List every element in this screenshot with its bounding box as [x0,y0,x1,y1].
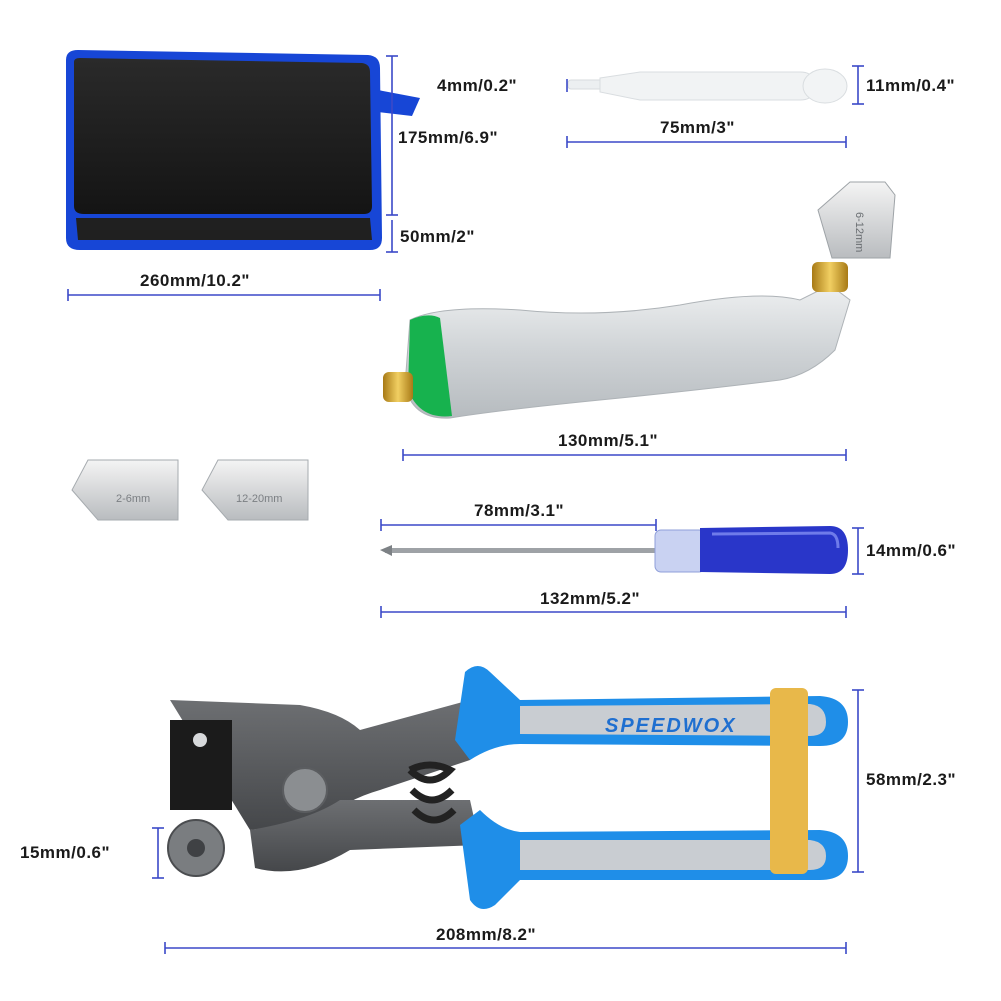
pouch-height-label: 175mm/6.9" [398,128,499,147]
cutter-head-label: 6-12mm [853,212,865,252]
running-pliers-image: SPEEDWOX [167,666,848,909]
cutter-head-large-image: 12-20mm [201,459,309,521]
pouch-depth-label: 50mm/2" [400,227,475,246]
pliers-brand: SPEEDWOX [605,715,737,737]
dropper-tip-label: 4mm/0.2" [437,76,518,95]
dropper-length-label: 75mm/3" [660,118,735,137]
glass-cutter-image: 6-12mm [383,181,896,419]
screwdriver-image [380,526,848,574]
pouch-width-label: 260mm/10.2" [140,271,250,290]
dimension-lines [67,55,864,954]
head-small-label: 2-6mm [116,493,150,505]
oil-dropper-image [567,68,848,104]
screwdriver-handle-label: 14mm/0.6" [866,541,957,560]
head-large-label: 12-20mm [236,493,282,505]
screwdriver-length-label: 132mm/5.2" [540,589,641,608]
screwdriver-shaft-label: 78mm/3.1" [474,501,565,520]
dropper-bulb-label: 11mm/0.4" [866,76,956,95]
tool-pouch-image [66,50,420,250]
pliers-length-label: 208mm/8.2" [436,925,537,944]
cutter-length-label: 130mm/5.1" [558,431,659,450]
pliers-spread-label: 58mm/2.3" [866,770,957,789]
pliers-wheel-label: 15mm/0.6" [20,843,111,862]
cutter-head-small-image: 2-6mm [71,459,179,521]
